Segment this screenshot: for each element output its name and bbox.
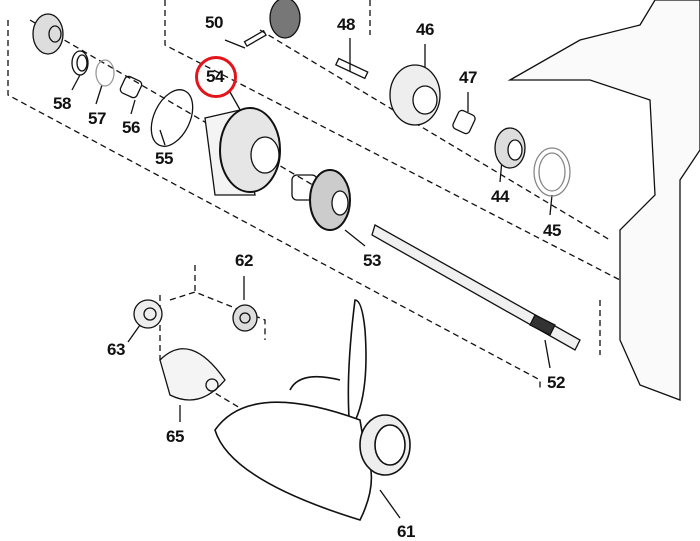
- highlight-ring-part-54: [195, 56, 237, 98]
- callout-55[interactable]: 55: [155, 149, 173, 168]
- callout-53[interactable]: 53: [363, 251, 381, 270]
- callout-48[interactable]: 48: [337, 15, 355, 34]
- part-55-oring: [150, 89, 194, 147]
- callout-47[interactable]: 47: [459, 68, 477, 87]
- part-65-thrust-hub: [159, 348, 226, 401]
- part-44-bearing: [494, 127, 526, 169]
- part-62-locknut: [232, 304, 258, 332]
- callout-57[interactable]: 57: [88, 109, 106, 128]
- callout-44[interactable]: 44: [491, 187, 509, 206]
- part-58-seal: [32, 13, 64, 55]
- part-56-bushing: [119, 75, 143, 99]
- callout-46[interactable]: 46: [416, 20, 434, 39]
- part-54-bearing-carrier: [204, 107, 281, 196]
- leader-lines: [71, 38, 553, 519]
- callout-65[interactable]: 65: [166, 427, 184, 446]
- part-61-propeller: [214, 299, 411, 521]
- part-gear-upper: [269, 0, 301, 39]
- part-46-carrier: [389, 64, 441, 126]
- part-58-washer: [71, 50, 89, 76]
- part-gearcase-housing: [507, 0, 700, 401]
- callout-58[interactable]: 58: [53, 94, 71, 113]
- part-63-nut: [133, 299, 163, 329]
- callout-45[interactable]: 45: [543, 221, 561, 240]
- part-48-pin: [334, 57, 369, 80]
- part-52-propeller-shaft: [371, 224, 581, 351]
- part-57-ring: [95, 59, 115, 87]
- callout-54[interactable]: 54: [206, 67, 224, 86]
- part-50-pin: [243, 29, 267, 47]
- callout-52[interactable]: 52: [547, 373, 565, 392]
- part-47-bushing: [452, 109, 476, 135]
- callout-50[interactable]: 50: [205, 13, 223, 32]
- callout-61[interactable]: 61: [397, 522, 415, 541]
- callout-62[interactable]: 62: [235, 251, 253, 270]
- callout-63[interactable]: 63: [107, 340, 125, 359]
- part-45-race: [533, 147, 571, 197]
- part-53-gear: [291, 169, 351, 231]
- callout-56[interactable]: 56: [122, 118, 140, 137]
